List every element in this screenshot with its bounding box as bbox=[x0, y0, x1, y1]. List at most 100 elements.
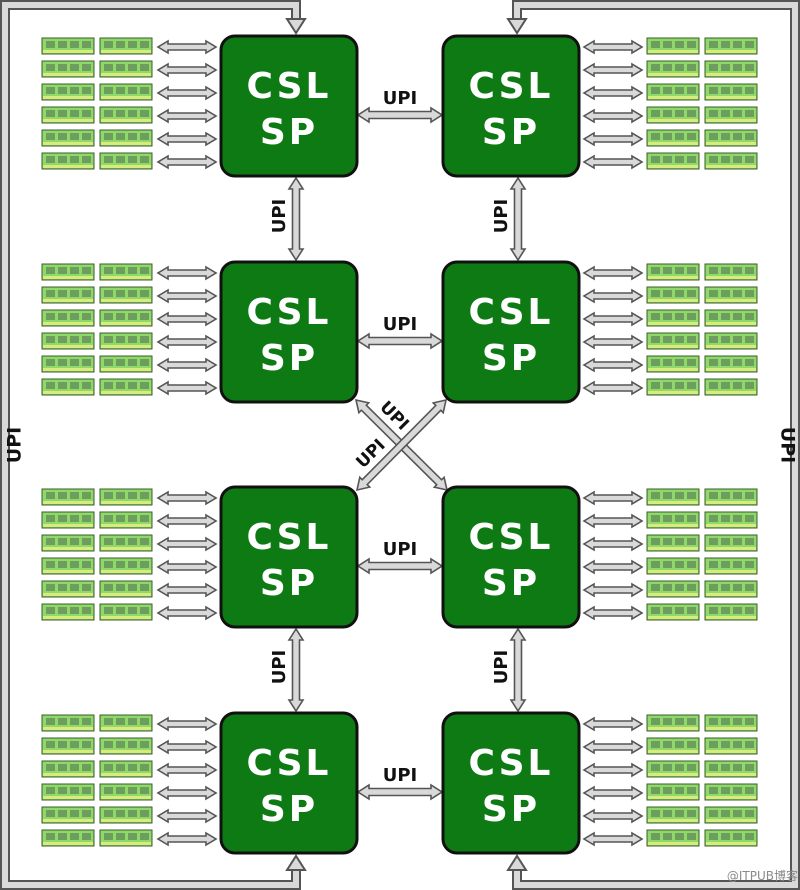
dimm-row3-left-b6 bbox=[99, 603, 153, 621]
dimm-contacts bbox=[101, 819, 151, 822]
dimm-chip bbox=[651, 718, 660, 725]
dimm-chip bbox=[128, 810, 137, 817]
dimm-contacts bbox=[706, 345, 756, 348]
dimm-chip bbox=[46, 382, 55, 389]
dimm-row1-left-b2 bbox=[99, 60, 153, 78]
dimm-chip bbox=[651, 561, 660, 568]
watermark-text: @ITPUB博客 bbox=[727, 868, 798, 883]
dimm-chip bbox=[104, 764, 113, 771]
dimm-row3-left-a6 bbox=[41, 603, 95, 621]
dimm-row1-left-b5 bbox=[99, 129, 153, 147]
upi-label-row3: UPI bbox=[383, 539, 418, 560]
dimm-chip bbox=[687, 359, 696, 366]
dimm-contacts bbox=[706, 796, 756, 799]
dimm-chip bbox=[46, 718, 55, 725]
dimm-chip bbox=[104, 538, 113, 545]
memory-channel-row1-left-6 bbox=[156, 154, 218, 170]
dimm-chip bbox=[675, 810, 684, 817]
memory-channel-row1-right-5 bbox=[582, 131, 644, 147]
dimm-chip bbox=[70, 64, 79, 71]
dimm-row2-left-b6 bbox=[99, 378, 153, 396]
dimm-row2-right-a5 bbox=[646, 355, 700, 373]
dimm-chip bbox=[651, 359, 660, 366]
dimm-contacts bbox=[706, 142, 756, 145]
dimm-chip bbox=[116, 787, 125, 794]
dimm-chip bbox=[721, 515, 730, 522]
dimm-chip bbox=[675, 41, 684, 48]
dimm-chip bbox=[128, 515, 137, 522]
dimm-chip bbox=[651, 313, 660, 320]
dimm-row1-right-a2 bbox=[646, 60, 700, 78]
dimm-chip bbox=[140, 515, 149, 522]
memory-channel-row1-right-6 bbox=[582, 154, 644, 170]
dimm-chip bbox=[663, 764, 672, 771]
dimm-chip bbox=[82, 382, 91, 389]
upi-label-vertical-col2-pair2: UPI bbox=[491, 650, 512, 685]
dimm-chip bbox=[721, 336, 730, 343]
dimm-chip bbox=[140, 336, 149, 343]
dimm-chip bbox=[58, 290, 67, 297]
dimm-chip bbox=[58, 538, 67, 545]
dimm-chip bbox=[46, 741, 55, 748]
cpu-label-line1: CSL bbox=[247, 292, 332, 333]
memory-channel-row4-right-6 bbox=[582, 831, 644, 847]
dimm-chip bbox=[721, 359, 730, 366]
dimm-chip bbox=[675, 110, 684, 117]
dimm-chip bbox=[721, 492, 730, 499]
dimm-row2-left-b2 bbox=[99, 286, 153, 304]
dimm-chip bbox=[116, 718, 125, 725]
dimm-chip bbox=[721, 87, 730, 94]
dimm-chip bbox=[70, 110, 79, 117]
dimm-chip bbox=[721, 584, 730, 591]
dimm-chip bbox=[721, 538, 730, 545]
dimm-chip bbox=[140, 833, 149, 840]
memory-channel-row2-right-6 bbox=[582, 380, 644, 396]
dimm-contacts bbox=[43, 727, 93, 730]
dimm-row2-left-b4 bbox=[99, 332, 153, 350]
dimm-contacts bbox=[706, 276, 756, 279]
dimm-contacts bbox=[43, 119, 93, 122]
dimm-contacts bbox=[648, 547, 698, 550]
dimm-chip bbox=[733, 336, 742, 343]
dimm-chip bbox=[140, 741, 149, 748]
dimm-chip bbox=[745, 41, 754, 48]
cpu-body bbox=[219, 485, 359, 629]
dimm-chip bbox=[128, 787, 137, 794]
dimm-chip bbox=[82, 41, 91, 48]
cpu-label-line2: SP bbox=[482, 789, 540, 830]
dimm-chip bbox=[82, 741, 91, 748]
dimm-chip bbox=[663, 313, 672, 320]
dimm-chip bbox=[46, 290, 55, 297]
dimm-chip bbox=[128, 833, 137, 840]
ring-arrow-bottom-right bbox=[506, 854, 528, 871]
cpu-label-line2: SP bbox=[482, 112, 540, 153]
dimm-row1-right-a5 bbox=[646, 129, 700, 147]
dimm-chip bbox=[721, 267, 730, 274]
dimm-chip bbox=[140, 382, 149, 389]
dimm-chip bbox=[70, 515, 79, 522]
dimm-contacts bbox=[706, 616, 756, 619]
dimm-chip bbox=[58, 382, 67, 389]
dimm-chip bbox=[709, 764, 718, 771]
dimm-chip bbox=[663, 110, 672, 117]
dimm-chip bbox=[82, 267, 91, 274]
dimm-chip bbox=[58, 359, 67, 366]
dimm-chip bbox=[709, 290, 718, 297]
dimm-row4-left-b2 bbox=[99, 737, 153, 755]
upi-label-row1: UPI bbox=[383, 88, 418, 109]
dimm-chip bbox=[58, 584, 67, 591]
dimm-chip bbox=[104, 787, 113, 794]
dimm-chip bbox=[46, 64, 55, 71]
dimm-contacts bbox=[648, 119, 698, 122]
dimm-chip bbox=[687, 515, 696, 522]
dimm-chip bbox=[687, 110, 696, 117]
dimm-chip bbox=[709, 492, 718, 499]
dimm-contacts bbox=[101, 727, 151, 730]
dimm-chip bbox=[709, 313, 718, 320]
memory-channel-row2-right-5 bbox=[582, 357, 644, 373]
dimm-chip bbox=[733, 492, 742, 499]
dimm-chip bbox=[70, 336, 79, 343]
memory-channel-row4-left-5 bbox=[156, 808, 218, 824]
memory-channel-row1-left-4 bbox=[156, 108, 218, 124]
memory-channel-row4-left-3 bbox=[156, 762, 218, 778]
